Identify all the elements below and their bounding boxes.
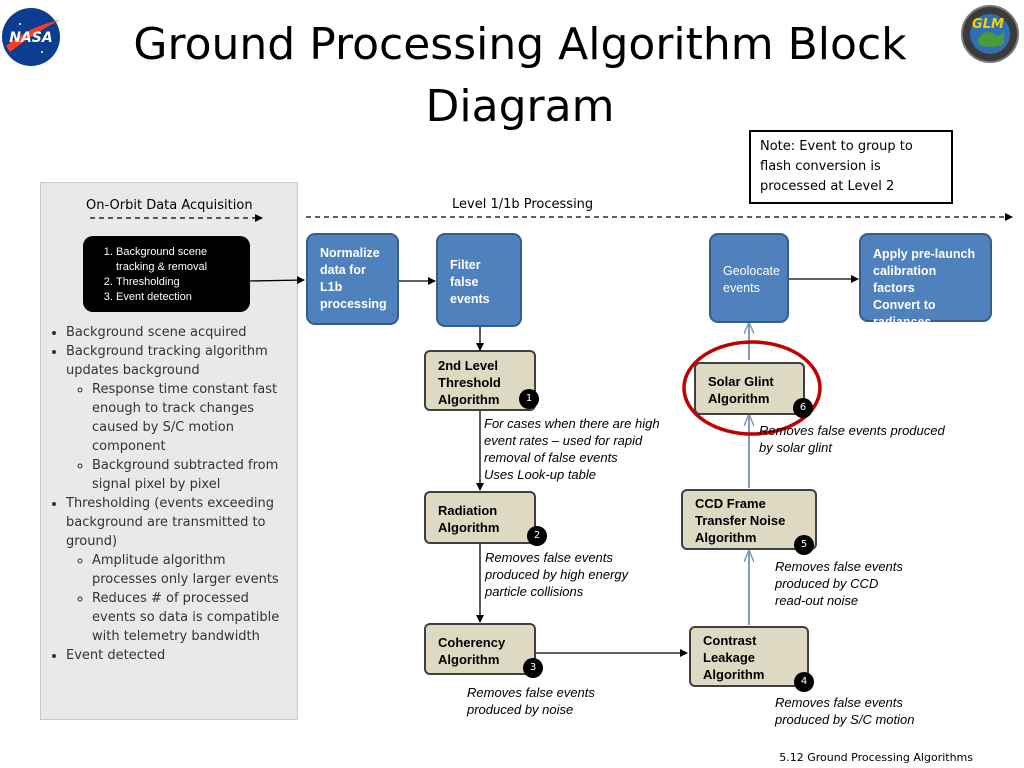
ccd-note: Removes false events produced by CCD rea… bbox=[775, 559, 903, 608]
onboard-step: Thresholding bbox=[116, 275, 244, 290]
bullet-item: Thresholding (events exceeding backgroun… bbox=[66, 494, 291, 646]
coherency-algorithm-block: Coherency Algorithm bbox=[424, 623, 536, 675]
bullet-text: Thresholding (events exceeding backgroun… bbox=[66, 496, 275, 549]
badge-1: 1 bbox=[519, 389, 539, 409]
radiation-algorithm-block: Radiation Algorithm bbox=[424, 491, 536, 544]
normalize-block: Normalize data for L1b processing bbox=[306, 233, 399, 325]
on-orbit-label: On-Orbit Data Acquisition bbox=[86, 198, 253, 213]
badge-2: 2 bbox=[527, 526, 547, 546]
solar-glint-note: Removes false events produced by solar g… bbox=[759, 423, 945, 455]
glm-logo: GLM bbox=[960, 4, 1020, 64]
ccd-algorithm-block: CCD Frame Transfer Noise Algorithm bbox=[681, 489, 817, 550]
bullet-item: Background tracking algorithm updates ba… bbox=[66, 342, 291, 494]
threshold-algorithm-block: 2nd Level Threshold Algorithm bbox=[424, 350, 536, 411]
sub-bullet-item: Response time constant fast enough to tr… bbox=[92, 380, 291, 456]
sub-bullet-item: Background subtracted from signal pixel … bbox=[92, 456, 291, 494]
solar-glint-algorithm-block: Solar Glint Algorithm bbox=[694, 362, 805, 415]
bullet-item: Event detected bbox=[66, 646, 291, 665]
svg-text:NASA: NASA bbox=[9, 30, 52, 46]
calibration-block: Apply pre-launch calibration factors Con… bbox=[859, 233, 992, 329]
note-box: Note: Event to group to flash conversion… bbox=[749, 130, 953, 204]
contrast-algorithm-block: Contrast Leakage Algorithm bbox=[689, 626, 809, 687]
nasa-logo: NASA bbox=[0, 6, 62, 68]
onboard-step: Event detection bbox=[116, 290, 244, 305]
onboard-step: Background scene tracking & removal bbox=[116, 245, 244, 275]
bullet-item: Background scene acquired bbox=[66, 323, 291, 342]
threshold-note: For cases when there are high event rate… bbox=[484, 416, 660, 482]
badge-6: 6 bbox=[793, 398, 813, 418]
arrow-onboard-normalize bbox=[249, 276, 305, 285]
slide-footer: 5.12 Ground Processing Algorithms bbox=[779, 751, 973, 764]
level1-label: Level 1/1b Processing bbox=[452, 197, 594, 212]
onboard-steps-box: Background scene tracking & removal Thre… bbox=[83, 236, 250, 312]
badge-4: 4 bbox=[794, 672, 814, 692]
badge-5: 5 bbox=[794, 535, 814, 555]
badge-3: 3 bbox=[523, 658, 543, 678]
on-orbit-bullets: Background scene acquired Background tra… bbox=[46, 323, 291, 665]
sub-bullet-item: Reduces # of processed events so data is… bbox=[92, 589, 291, 646]
radiation-note: Removes false events produced by high en… bbox=[485, 550, 629, 599]
page-title: Ground Processing Algorithm Block Diagra… bbox=[133, 19, 907, 132]
svg-text:GLM: GLM bbox=[972, 17, 1004, 32]
sub-bullet-item: Amplitude algorithm processes only large… bbox=[92, 551, 291, 589]
geolocate-block: Geolocate events bbox=[709, 233, 789, 323]
filter-block: Filter false events bbox=[436, 233, 522, 327]
bullet-text: Background tracking algorithm updates ba… bbox=[66, 344, 268, 378]
coherency-note: Removes false events produced by noise bbox=[467, 685, 595, 717]
solar-glint-highlight-circle bbox=[682, 340, 822, 436]
contrast-note: Removes false events produced by S/C mot… bbox=[775, 695, 915, 727]
